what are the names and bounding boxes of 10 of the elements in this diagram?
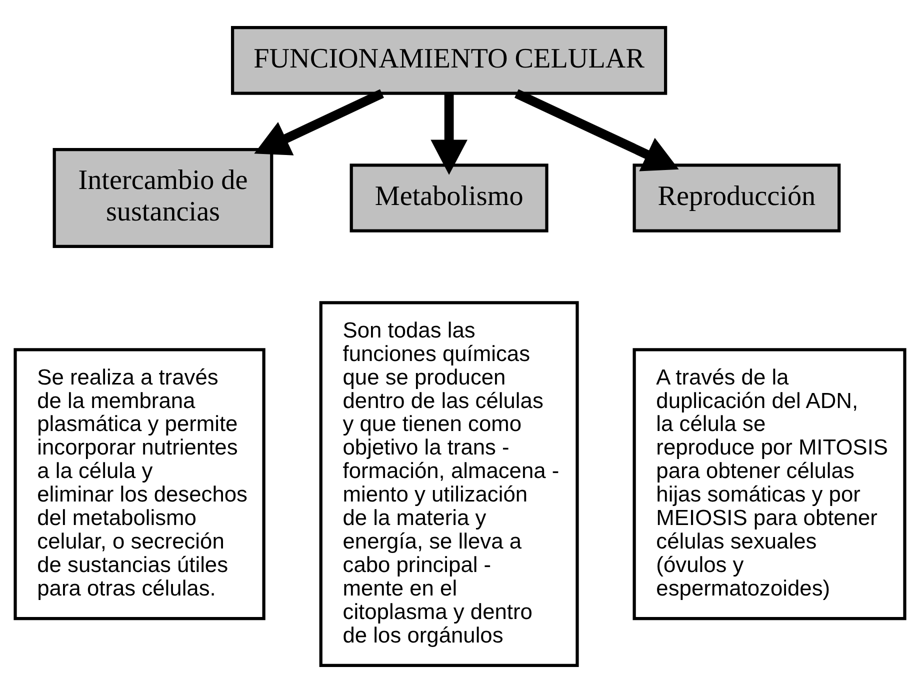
arrow: [430, 93, 467, 174]
node-box: Se realiza a través de la membrana plasmática y permite incorporar nutrientes a la célula y eliminar los desechos del metabolismo celular, o secreción de sustancias útiles para otras células.: [13, 348, 265, 620]
node-box: Son todas las funciones químicas que se producen dentro de las células y que tienen como objetivo la trans - formación, almacena - miento y utilización de la materia y energía, se lleva a cabo principal - mente en el citoplasma y dentro de los orgánulos: [318, 300, 578, 666]
arrow: [514, 88, 678, 171]
node-box: Reproducción: [632, 163, 840, 232]
node-box: FUNCIONAMIENTO CELULAR: [230, 26, 667, 94]
node-box: Intercambio de sustancias: [52, 147, 273, 248]
arrow: [254, 88, 384, 155]
node-box: Metabolismo: [349, 163, 548, 232]
node-box: A través de la duplicación del ADN, la célula se reproduce por MITOSIS para obtener células hijas somáticas y por MEIOSIS para obtener células sexuales (óvulos y espermatozoides): [632, 348, 906, 620]
